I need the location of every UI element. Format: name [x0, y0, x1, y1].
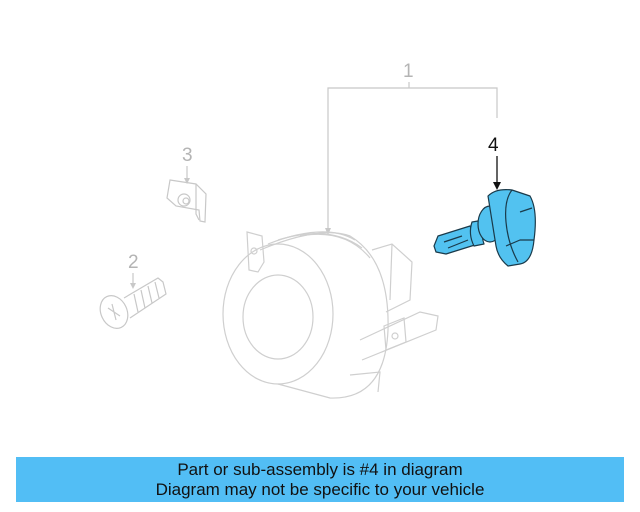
arrow-icon [493, 182, 501, 190]
clip-nut-icon [166, 179, 207, 223]
callout-4-label: 4 [488, 135, 499, 156]
callout-1[interactable]: 1 [325, 61, 498, 235]
callout-4[interactable]: 4 [433, 135, 536, 267]
info-banner: Part or sub-assembly is #4 in diagram Di… [16, 457, 624, 502]
parts-diagram: 1 3 2 [95, 61, 536, 399]
fog-light-bulb-icon [433, 189, 536, 267]
arrow-icon [184, 178, 190, 184]
callout-1-bracket [327, 87, 498, 232]
arrow-icon [130, 283, 136, 289]
banner-line-2: Diagram may not be specific to your vehi… [155, 480, 485, 499]
callout-2-label: 2 [128, 252, 139, 273]
fog-lamp-assembly-icon [222, 231, 439, 399]
callout-1-label: 1 [403, 61, 414, 82]
screw-icon [99, 277, 167, 329]
callout-3-label: 3 [182, 145, 193, 166]
callout-3[interactable]: 3 [166, 145, 207, 223]
banner-line-1: Part or sub-assembly is #4 in diagram [177, 460, 463, 479]
callout-2[interactable]: 2 [95, 252, 167, 333]
